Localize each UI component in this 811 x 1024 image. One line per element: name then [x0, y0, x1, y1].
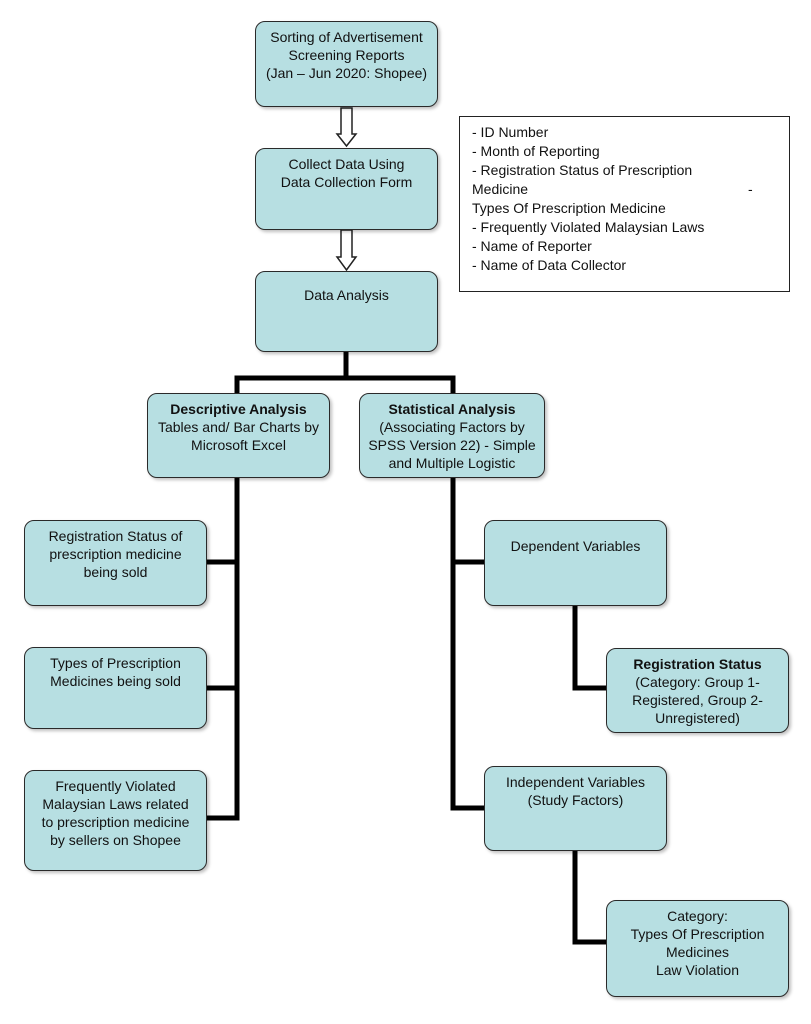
- desc-item-3-line-3: to prescription medicine: [41, 814, 190, 830]
- registration-status-sold-box: Registration Status of prescription medi…: [24, 520, 207, 606]
- independent-variables-box: Independent Variables (Study Factors): [484, 766, 667, 851]
- collect-line-2: Data Collection Form: [280, 174, 413, 190]
- collect-line-1: Collect Data Using: [288, 156, 405, 172]
- desc-item-1-line-3: being sold: [83, 564, 148, 580]
- desc-item-1-line-1: Registration Status of: [48, 528, 183, 544]
- info-line-4-row: Medicine -: [472, 180, 779, 199]
- sorting-line-2: Screening Reports: [288, 47, 405, 63]
- desc-item-2-line-1: Types of Prescription: [50, 655, 181, 671]
- desc-item-3-line-4: by sellers on Shopee: [50, 832, 181, 848]
- sorting-line-1: Sorting of Advertisement: [270, 29, 423, 45]
- info-line-6: - Frequently Violated Malaysian Laws: [472, 219, 705, 235]
- info-line-3: - Registration Status of Prescription: [472, 162, 693, 178]
- sorting-reports-box: Sorting of Advertisement Screening Repor…: [255, 21, 438, 107]
- statistical-line-1: (Associating Factors by: [379, 419, 525, 435]
- statistical-line-3: and Multiple Logistic: [388, 455, 516, 471]
- data-analysis-box: Data Analysis: [255, 271, 438, 352]
- category-line-4: Law Violation: [655, 962, 740, 978]
- info-line-7: - Name of Reporter: [472, 238, 592, 254]
- data-fields-list: - ID Number - Month of Reporting - Regis…: [459, 116, 790, 292]
- info-line-4: Medicine: [472, 181, 529, 197]
- types-medicines-sold-box: Types of Prescription Medicines being so…: [24, 647, 207, 729]
- desc-item-2-line-2: Medicines being sold: [50, 673, 181, 689]
- arrow-down-1: [335, 107, 358, 148]
- descriptive-line-2: Microsoft Excel: [191, 437, 286, 453]
- dependent-variables-box: Dependent Variables: [484, 520, 667, 606]
- statistical-title: Statistical Analysis: [388, 401, 516, 417]
- arrow-down-2: [335, 229, 358, 272]
- desc-item-1-line-2: prescription medicine: [49, 546, 182, 562]
- collect-data-box: Collect Data Using Data Collection Form: [255, 148, 438, 230]
- registration-line-3: Unregistered): [655, 710, 740, 726]
- info-stray-dash: -: [748, 181, 753, 197]
- desc-item-3-line-2: Malaysian Laws related: [42, 796, 189, 812]
- descriptive-title: Descriptive Analysis: [170, 401, 307, 417]
- dependent-label: Dependent Variables: [510, 538, 641, 554]
- descriptive-analysis-box: Descriptive Analysis Tables and/ Bar Cha…: [147, 393, 330, 478]
- statistical-line-2: SPSS Version 22) - Simple: [368, 437, 536, 453]
- registration-line-2: Registered, Group 2-: [632, 692, 763, 708]
- category-line-2: Types Of Prescription: [630, 926, 765, 942]
- info-line-2: - Month of Reporting: [472, 143, 600, 159]
- info-line-8: - Name of Data Collector: [472, 257, 627, 273]
- statistical-analysis-box: Statistical Analysis (Associating Factor…: [359, 393, 545, 478]
- category-line-3: Medicines: [665, 944, 730, 960]
- info-line-1: - ID Number: [472, 124, 549, 140]
- independent-line-1: Independent Variables: [505, 774, 646, 790]
- info-line-5: Types Of Prescription Medicine: [472, 200, 666, 216]
- registration-title: Registration Status: [633, 656, 762, 672]
- category-line-1: Category:: [667, 908, 728, 924]
- data-analysis-label: Data Analysis: [304, 287, 389, 303]
- category-box: Category: Types Of Prescription Medicine…: [606, 900, 789, 997]
- sorting-line-3: (Jan – Jun 2020: Shopee): [265, 65, 428, 81]
- registration-status-box: Registration Status (Category: Group 1- …: [606, 648, 789, 733]
- descriptive-line-1: Tables and/ Bar Charts by: [157, 419, 320, 435]
- desc-item-3-line-1: Frequently Violated: [55, 778, 176, 794]
- violated-laws-box: Frequently Violated Malaysian Laws relat…: [24, 770, 207, 871]
- registration-line-1: (Category: Group 1-: [635, 674, 760, 690]
- independent-line-2: (Study Factors): [527, 792, 624, 808]
